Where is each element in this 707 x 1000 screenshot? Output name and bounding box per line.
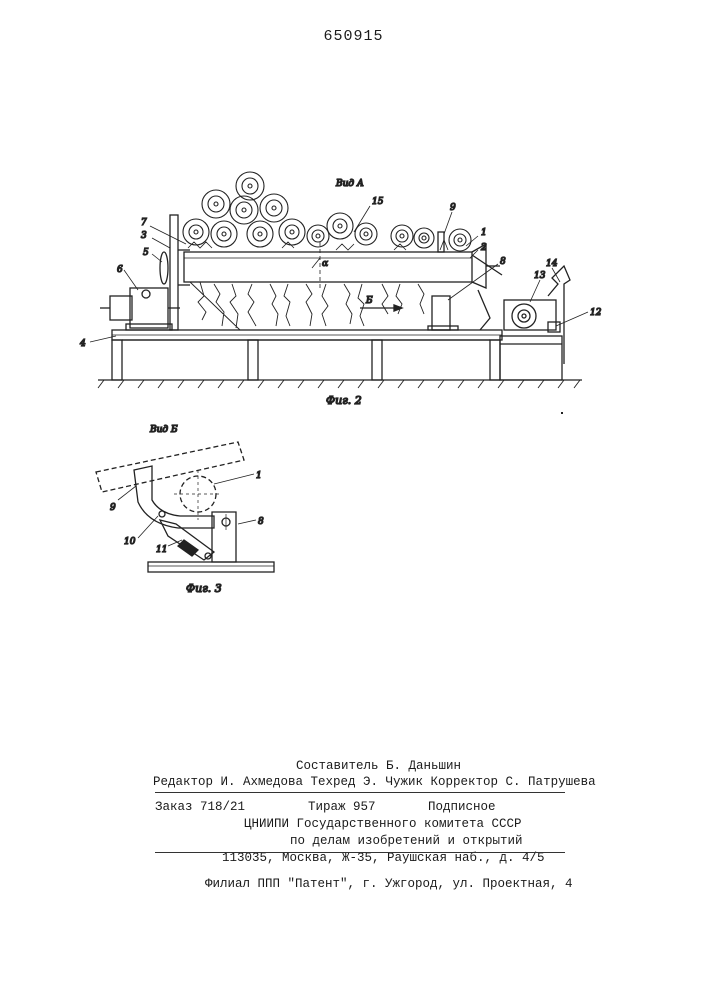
figure-3-caption: Фиг. 3: [186, 582, 222, 595]
fig3-label-8: 8: [258, 517, 264, 527]
angle-alpha-label: α: [322, 259, 328, 269]
left-end-plate: [160, 215, 190, 330]
label-5: 5: [143, 248, 149, 258]
label-6: 6: [117, 265, 123, 275]
label-4: 4: [79, 339, 86, 349]
bobbin-reels: [183, 172, 471, 252]
fig3-label-1: 1: [256, 471, 262, 481]
committee-line: по делам изобретений и открытий: [290, 833, 523, 850]
label-14: 14: [546, 259, 558, 269]
separator-rule-2: [155, 852, 565, 853]
main-drum: [184, 242, 500, 290]
dashed-beam: [96, 442, 244, 492]
label-7: 7: [141, 218, 147, 228]
view-b-label: Вид Б: [149, 425, 178, 435]
fig3-label-10: 10: [124, 537, 136, 547]
label-9: 9: [450, 203, 456, 213]
institute-line: ЦНИИПИ Государственного комитета СССР: [244, 816, 522, 833]
view-a-label: Вид А: [335, 179, 364, 189]
base-plate: [148, 562, 274, 572]
compiler-line: Составитель Б. Даньшин: [296, 758, 461, 775]
label-15: 15: [372, 197, 384, 207]
label-3: 3: [141, 231, 147, 241]
bracket: [212, 512, 236, 562]
order-number: Заказ 718/21: [155, 799, 245, 816]
ground-hatching: [98, 380, 580, 388]
fig3-label-11: 11: [156, 545, 167, 555]
subscription-note: Подписное: [428, 799, 496, 816]
label-8: 8: [500, 257, 506, 267]
figure-2-caption: Фиг. 2: [326, 394, 362, 407]
label-13: 13: [534, 271, 546, 281]
label-2: 2: [480, 243, 487, 253]
fig3-label-9: 9: [110, 503, 116, 513]
branch-line: Филиал ППП "Патент", г. Ужгород, ул. Про…: [205, 876, 573, 893]
label-1: 1: [481, 228, 487, 238]
separator-rule-1: [155, 792, 565, 793]
label-12: 12: [590, 308, 602, 318]
arrow-b-label: Б: [365, 296, 373, 306]
base-frame: [112, 330, 502, 380]
figure-2: Вид А 7 3 5 6 4 15 9 1 2 8 13 14 12 α Б …: [79, 172, 602, 407]
take-up-unit: [500, 266, 570, 380]
editors-line: Редактор И. Ахмедова Техред Э. Чужик Кор…: [153, 774, 596, 791]
motor: [100, 288, 180, 330]
circulation: Тираж 957: [308, 799, 376, 816]
figure-3: Вид Б 1 9 8 10 11 Фиг. 3: [96, 425, 274, 595]
